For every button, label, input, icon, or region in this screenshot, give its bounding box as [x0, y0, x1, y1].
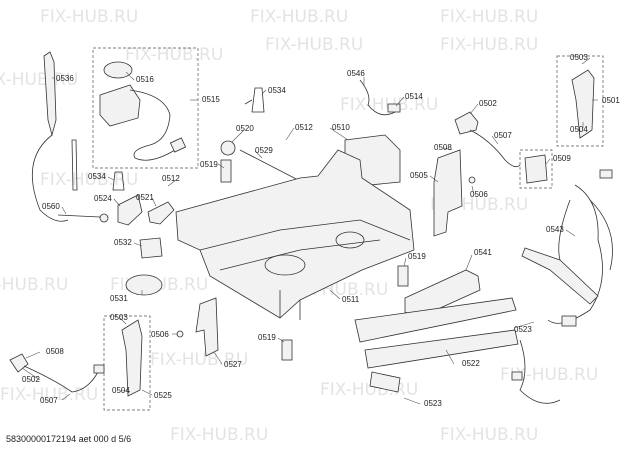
label-0536: 0536 — [56, 74, 74, 83]
label-0532: 0532 — [114, 238, 132, 247]
label-0502-left: 0502 — [22, 375, 40, 384]
watermark: FIX-HUB.RU — [170, 425, 268, 445]
part-0505 — [433, 149, 463, 237]
label-0516: 0516 — [136, 75, 154, 84]
part-0508-left-connector — [93, 364, 105, 374]
part-0514 — [387, 103, 401, 113]
label-0510: 0510 — [332, 123, 350, 132]
label-0502-right: 0502 — [479, 99, 497, 108]
label-0508-right: 0508 — [434, 143, 452, 152]
watermark: FIX-HUB.RU — [40, 7, 138, 27]
part-0522 — [354, 297, 517, 343]
label-0524: 0524 — [94, 194, 112, 203]
label-0534-top: 0534 — [268, 86, 286, 95]
watermark: FIX-HUB.RU — [0, 70, 78, 90]
label-0514: 0514 — [405, 92, 423, 101]
part-0502-left — [9, 353, 29, 373]
part-0560 — [57, 214, 101, 218]
part-0525 — [121, 319, 143, 397]
part-0507-cable — [469, 129, 521, 168]
label-0507-left: 0507 — [40, 396, 58, 405]
group-box-pump — [92, 47, 199, 169]
part-0516-pump — [99, 61, 187, 161]
label-0507-right: 0507 — [494, 131, 512, 140]
document-footer: 58300000172194 aet 000 d 5/6 — [6, 434, 132, 444]
watermark: FIX-HUB.RU — [125, 45, 223, 65]
group-box-float-right — [556, 55, 604, 147]
label-0512-lower: 0512 — [162, 174, 180, 183]
part-0532 — [139, 237, 163, 259]
part-0524 — [117, 194, 143, 226]
label-0543: 0543 — [546, 225, 564, 234]
label-0512-top: 0512 — [295, 123, 313, 132]
watermark: FIX-HUB.RU — [0, 385, 98, 405]
label-0506-left: 0506 — [151, 330, 169, 339]
part-0543-harness — [511, 169, 613, 404]
part-0534-tab — [244, 99, 253, 105]
label-0519-lower: 0519 — [258, 333, 276, 342]
part-0521 — [147, 201, 175, 225]
watermark: FIX-HUB.RU — [0, 275, 68, 295]
part-0506-right — [468, 176, 476, 184]
label-0506-right: 0506 — [470, 190, 488, 199]
part-0534-bracket — [251, 87, 265, 113]
label-0523-lower: 0523 — [424, 399, 442, 408]
label-0501: 0501 — [602, 96, 620, 105]
label-0504-right: 0504 — [570, 125, 588, 134]
label-0541: 0541 — [474, 248, 492, 257]
watermark: FIX-HUB.RU — [440, 35, 538, 55]
part-0536 — [31, 51, 78, 222]
part-0523 — [369, 371, 401, 393]
label-0527: 0527 — [224, 360, 242, 369]
watermark: FIX-HUB.RU — [150, 350, 248, 370]
label-0529: 0529 — [255, 146, 273, 155]
watermark-layer: FIX-HUB.RU FIX-HUB.RU FIX-HUB.RU FIX-HUB… — [0, 7, 598, 445]
label-0511: 0511 — [342, 295, 360, 304]
part-0529-rod — [239, 149, 303, 183]
part-0519 — [220, 159, 232, 183]
part-0519-right — [397, 265, 409, 287]
label-0522: 0522 — [462, 359, 480, 368]
label-0531: 0531 — [110, 294, 128, 303]
label-0509: 0509 — [553, 154, 571, 163]
part-0502 — [454, 111, 479, 135]
part-0501 — [571, 69, 595, 139]
group-box-switch — [519, 149, 553, 189]
part-0509 — [524, 154, 548, 184]
label-0503-left: 0503 — [110, 313, 128, 322]
part-0527 — [195, 297, 219, 357]
part-0546-cable — [359, 79, 396, 116]
part-labels: 0536 0516 0515 0534 0546 0514 0502 0503 … — [22, 53, 620, 408]
watermark: FIX-HUB.RU — [320, 380, 418, 400]
label-0519-right: 0519 — [408, 252, 426, 261]
group-box-float-left — [103, 315, 151, 411]
label-0519-top: 0519 — [200, 160, 218, 169]
part-0511-base — [175, 149, 415, 320]
part-0531 — [125, 274, 163, 296]
label-0504-left: 0504 — [112, 386, 130, 395]
label-0521: 0521 — [136, 193, 154, 202]
part-0519-lower — [281, 339, 293, 361]
label-0505: 0505 — [410, 171, 428, 180]
part-0560-cap — [99, 213, 109, 223]
part-0520 — [220, 140, 236, 156]
label-0560: 0560 — [42, 202, 60, 211]
label-0546: 0546 — [347, 69, 365, 78]
part-0534-lower — [112, 171, 125, 191]
watermark: FIX-HUB.RU — [250, 7, 348, 27]
watermark: FIX-HUB.RU — [265, 35, 363, 55]
label-0523-upper: 0523 — [514, 325, 532, 334]
label-0508-left: 0508 — [46, 347, 64, 356]
label-0503-right: 0503 — [570, 53, 588, 62]
part-0522-lower — [364, 329, 519, 369]
part-0507-left-cable — [23, 365, 99, 393]
label-0520: 0520 — [236, 124, 254, 133]
label-0525: 0525 — [154, 391, 172, 400]
leader-lines — [21, 57, 598, 405]
label-0534-lower: 0534 — [88, 172, 106, 181]
watermark: FIX-HUB.RU — [440, 7, 538, 27]
watermark: FIX-HUB.RU — [440, 425, 538, 445]
label-0515: 0515 — [202, 95, 220, 104]
